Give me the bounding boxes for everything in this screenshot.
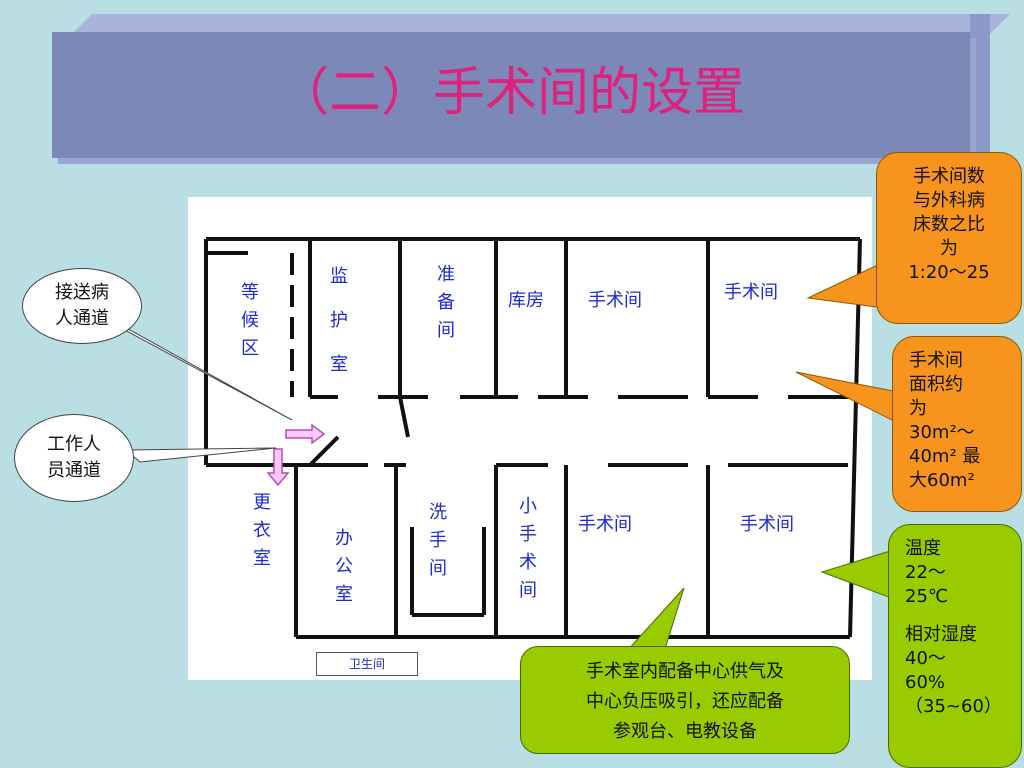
bubble-staff-channel-line-2: 员通道: [47, 460, 101, 481]
room-waiting: 等候区: [241, 282, 259, 359]
callout-area-line-3: 为: [909, 398, 927, 419]
floor-plan: 等候区 监 护 室 准备间 库房 手术间 手术间 更衣室 办公室 洗手间 小手术…: [188, 197, 872, 680]
callout-area-line-6: 大60m²: [909, 470, 975, 491]
callout-equipment-line-3: 参观台、电教设备: [613, 721, 757, 742]
room-or-4: 手术间: [740, 514, 794, 535]
room-wash: 洗手间: [429, 502, 447, 579]
room-monitor: 监 护 室: [330, 255, 352, 387]
callout-equipment: 手术室内配备中心供气及 中心负压吸引，还应配备 参观台、电教设备: [520, 646, 850, 754]
title-box-side: [970, 14, 990, 158]
bubble-patient-channel: 接送病 人通道: [22, 268, 142, 344]
callout-area-line-1: 手术间: [909, 350, 963, 371]
room-office: 办公室: [335, 528, 353, 605]
callout-area-line-2: 面积约: [909, 374, 963, 395]
room-bathroom: 卫生间: [316, 652, 418, 676]
callout-ratio-line-2: 与外科病: [913, 190, 985, 211]
bubble-patient-channel-line-2: 人通道: [55, 308, 109, 329]
title-box: [52, 32, 970, 158]
callout-temperature-line-4: 相对湿度: [905, 624, 977, 645]
room-or-1: 手术间: [588, 290, 642, 311]
callout-temperature-line-7: （35~60）: [905, 696, 1002, 717]
bubble-staff-channel: 工作人 员通道: [14, 414, 134, 502]
callout-equipment-line-1: 手术室内配备中心供气及: [586, 661, 784, 682]
callout-equipment-line-2: 中心负压吸引，还应配备: [586, 691, 784, 712]
callout-area: 手术间 面积约 为 30m²～ 40m² 最 大60m²: [892, 336, 1022, 512]
callout-ratio-line-3: 床数之比: [913, 214, 985, 235]
callout-temperature-line-5: 40～: [905, 648, 946, 669]
slide-title: （二）手术间的设置: [276, 63, 745, 123]
callout-ratio-line-5: 1:20～25: [908, 262, 990, 283]
callout-temperature: 温度 22～ 25℃ 相对湿度 40～ 60% （35~60）: [888, 524, 1022, 768]
callout-ratio-line-1: 手术间数: [913, 166, 985, 187]
room-monitor-char-3: 室: [330, 354, 348, 375]
room-monitor-char-2: 护: [330, 310, 348, 331]
room-small-or: 小手术间: [519, 496, 537, 601]
callout-temperature-line-3: 25℃: [905, 586, 949, 607]
callout-temperature-line-2: 22～: [905, 562, 946, 583]
bubble-patient-channel-line-1: 接送病: [55, 282, 109, 303]
callout-ratio: 手术间数 与外科病 床数之比 为 1:20～25: [876, 152, 1022, 324]
room-storage: 库房: [508, 290, 544, 311]
room-changing: 更衣室: [253, 492, 271, 569]
room-monitor-char-1: 监: [330, 266, 348, 287]
room-or-2: 手术间: [724, 282, 778, 303]
callout-ratio-line-4: 为: [940, 238, 958, 259]
room-or-3: 手术间: [578, 514, 632, 535]
callout-temperature-line-1: 温度: [905, 538, 941, 559]
callout-area-line-5: 40m² 最: [909, 446, 981, 467]
callout-temperature-line-6: 60%: [905, 672, 946, 693]
bubble-staff-channel-line-1: 工作人: [47, 434, 101, 455]
room-prep: 准备间: [437, 264, 455, 341]
callout-area-line-4: 30m²～: [909, 422, 975, 443]
